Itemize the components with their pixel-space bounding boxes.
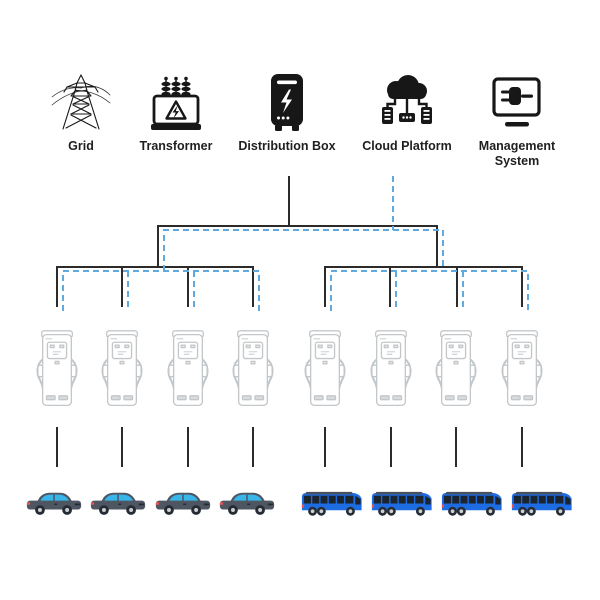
ev-charger-icon	[500, 328, 544, 412]
node-management-system: Management System	[462, 70, 572, 169]
car-icon	[89, 488, 147, 518]
ev-charger-icon	[166, 328, 210, 412]
transformer-icon	[146, 70, 206, 136]
bus-icon	[509, 486, 575, 521]
bus-icon	[439, 486, 505, 521]
charger-group-left	[35, 328, 275, 412]
cloud-communication-lines	[62, 176, 529, 311]
charging-feed-lines-right	[324, 427, 523, 467]
ev-charger-icon	[231, 328, 275, 412]
node-grid: Grid	[26, 70, 136, 154]
node-transformer: Transformer	[121, 70, 231, 154]
node-cloud-platform: Cloud Platform	[352, 70, 462, 154]
car-icon	[218, 488, 276, 518]
charging-feed-lines-left	[56, 427, 254, 467]
management-system-label: Management System	[478, 139, 556, 168]
node-distribution-box: Distribution Box	[232, 70, 342, 154]
charging-feed-line	[56, 427, 58, 467]
management-system-icon	[488, 70, 546, 136]
cloud-platform-icon	[374, 70, 440, 136]
bus-icon	[369, 486, 435, 521]
car-group	[25, 488, 276, 518]
car-icon	[25, 488, 83, 518]
transformer-label: Transformer	[139, 139, 213, 153]
charging-feed-line	[186, 427, 189, 467]
bus-icon	[299, 486, 365, 521]
charging-feed-line	[455, 427, 458, 467]
charging-feed-line	[251, 427, 254, 467]
charging-feed-line	[389, 427, 392, 467]
ev-charger-icon	[369, 328, 413, 412]
grid-transmission-tower-icon	[50, 70, 112, 136]
ev-charger-icon	[434, 328, 478, 412]
cloud-platform-label: Cloud Platform	[362, 139, 452, 153]
ev-charger-icon	[35, 328, 79, 412]
grid-label: Grid	[68, 139, 94, 153]
ev-charger-icon	[100, 328, 144, 412]
ev-charger-icon	[303, 328, 347, 412]
charging-feed-line	[121, 427, 124, 467]
bus-group	[299, 486, 575, 521]
distribution-box-icon	[262, 70, 312, 136]
power-distribution-lines	[56, 176, 523, 307]
charging-feed-line	[520, 427, 523, 467]
charging-feed-line	[324, 427, 326, 467]
distribution-box-label: Distribution Box	[238, 139, 336, 153]
car-icon	[154, 488, 212, 518]
charger-group-right	[303, 328, 544, 412]
